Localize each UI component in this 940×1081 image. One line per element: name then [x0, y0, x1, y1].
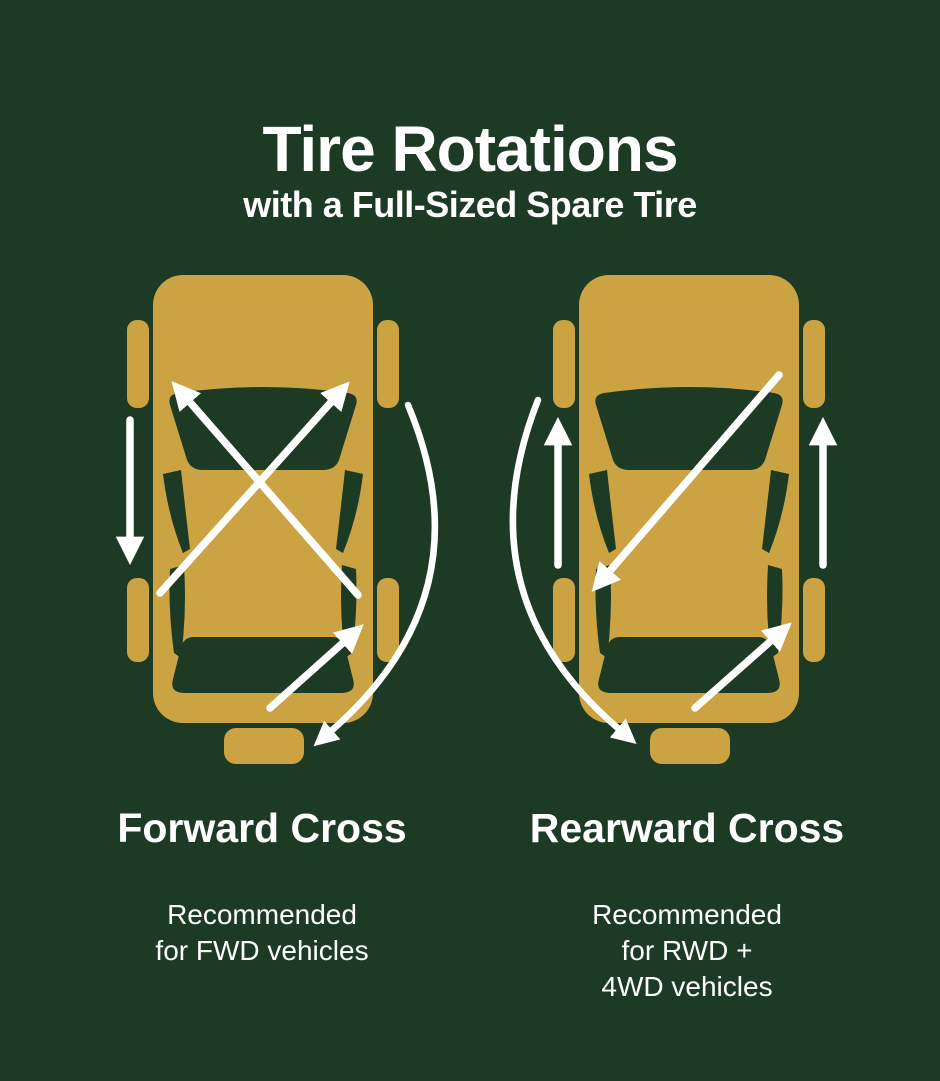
infographic-title: Tire Rotations	[262, 112, 678, 185]
rearward-cross-title: Rearward Cross	[529, 805, 845, 851]
desc-line: 4WD vehicles	[601, 971, 773, 1002]
infographic-subtitle: with a Full-Sized Spare Tire	[243, 183, 697, 225]
arrow-spare-to-right-rear	[691, 622, 792, 712]
forward-cross-diagram	[115, 275, 439, 764]
rearward-cross-diagram	[509, 275, 838, 764]
arrow-right-rear-to-left-front	[171, 381, 362, 599]
car-forward-cross	[127, 275, 399, 764]
arrow-left-rear-to-right-front	[156, 381, 350, 597]
desc-line: for FWD vehicles	[155, 935, 369, 966]
forward-cross-description: Recommended for FWD vehicles	[52, 897, 472, 969]
desc-line: Recommended	[592, 899, 782, 930]
forward-cross-title: Forward Cross	[117, 805, 407, 851]
desc-line: for RWD +	[621, 935, 753, 966]
rearward-cross-description: Recommended for RWD + 4WD vehicles	[477, 897, 897, 1005]
desc-line: Recommended	[167, 899, 357, 930]
arrow-right-front-to-left-rear	[591, 371, 783, 592]
arrow-right-front-to-spare	[313, 401, 439, 747]
car-rearward-cross	[553, 275, 825, 764]
arrow-spare-to-right-rear	[266, 624, 364, 712]
arrow-left-front-to-spare	[509, 396, 637, 745]
